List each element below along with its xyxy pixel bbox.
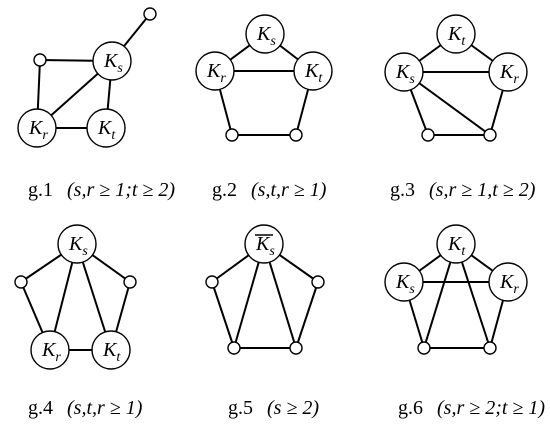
vertex bbox=[311, 275, 325, 289]
complete-graph-node bbox=[384, 262, 424, 302]
complete-graph-node bbox=[91, 330, 131, 370]
complete-graph-node bbox=[293, 51, 333, 91]
complete-graph-node bbox=[436, 224, 476, 264]
vertex bbox=[483, 341, 497, 355]
vertex bbox=[289, 341, 303, 355]
complete-graph-node bbox=[245, 14, 285, 54]
caption-name: g.6 bbox=[398, 397, 423, 419]
caption-condition: (s,r ≥ 1,t ≥ 2) bbox=[429, 179, 536, 201]
caption-name: g.3 bbox=[390, 179, 415, 201]
complete-graph-node bbox=[30, 330, 70, 370]
edge bbox=[295, 281, 319, 349]
vertex bbox=[205, 275, 219, 289]
vertex bbox=[483, 128, 497, 142]
complete-graph-node bbox=[384, 52, 424, 92]
vertex bbox=[417, 341, 431, 355]
vertex bbox=[227, 341, 241, 355]
vertex bbox=[14, 275, 28, 289]
vertex bbox=[33, 53, 47, 67]
caption-name: g.4 bbox=[28, 397, 53, 419]
caption-name: g.5 bbox=[228, 397, 253, 419]
caption-g3: g.3 (s,r ≥ 1,t ≥ 2) bbox=[390, 180, 535, 200]
complete-graph-node bbox=[488, 262, 528, 302]
vertex bbox=[143, 7, 157, 21]
caption-condition: (s,r ≥ 1;t ≥ 2) bbox=[67, 179, 176, 201]
caption-g2: g.2 (s,t,r ≥ 1) bbox=[212, 180, 326, 200]
caption-condition: (s,t,r ≥ 1) bbox=[67, 397, 143, 419]
vertex bbox=[123, 275, 137, 289]
edge bbox=[211, 281, 235, 349]
caption-name: g.1 bbox=[28, 179, 53, 201]
caption-condition: (s,r ≥ 2;t ≥ 1) bbox=[437, 397, 546, 419]
graph-g5: Ks bbox=[205, 224, 325, 355]
vertex bbox=[225, 128, 239, 142]
caption-condition: (s,t,r ≥ 1) bbox=[251, 179, 327, 201]
complete-graph-node bbox=[17, 108, 57, 148]
complete-graph-node bbox=[488, 52, 528, 92]
caption-name: g.2 bbox=[212, 179, 237, 201]
complete-graph-node bbox=[195, 51, 235, 91]
complete-graph-node bbox=[57, 224, 97, 264]
caption-g1: g.1 (s,r ≥ 1;t ≥ 2) bbox=[28, 180, 175, 200]
complete-graph-node bbox=[86, 108, 126, 148]
caption-condition: (s ≥ 2) bbox=[267, 397, 320, 419]
caption-g4: g.4 (s,t,r ≥ 1) bbox=[28, 398, 142, 418]
complete-graph-node bbox=[92, 41, 132, 81]
caption-g6: g.6 (s,r ≥ 2;t ≥ 1) bbox=[398, 398, 545, 418]
caption-g5: g.5 (s ≥ 2) bbox=[228, 398, 319, 418]
complete-graph-node bbox=[436, 14, 476, 54]
vertex bbox=[289, 128, 303, 142]
vertex bbox=[421, 128, 435, 142]
complete-graph-node bbox=[244, 224, 284, 264]
